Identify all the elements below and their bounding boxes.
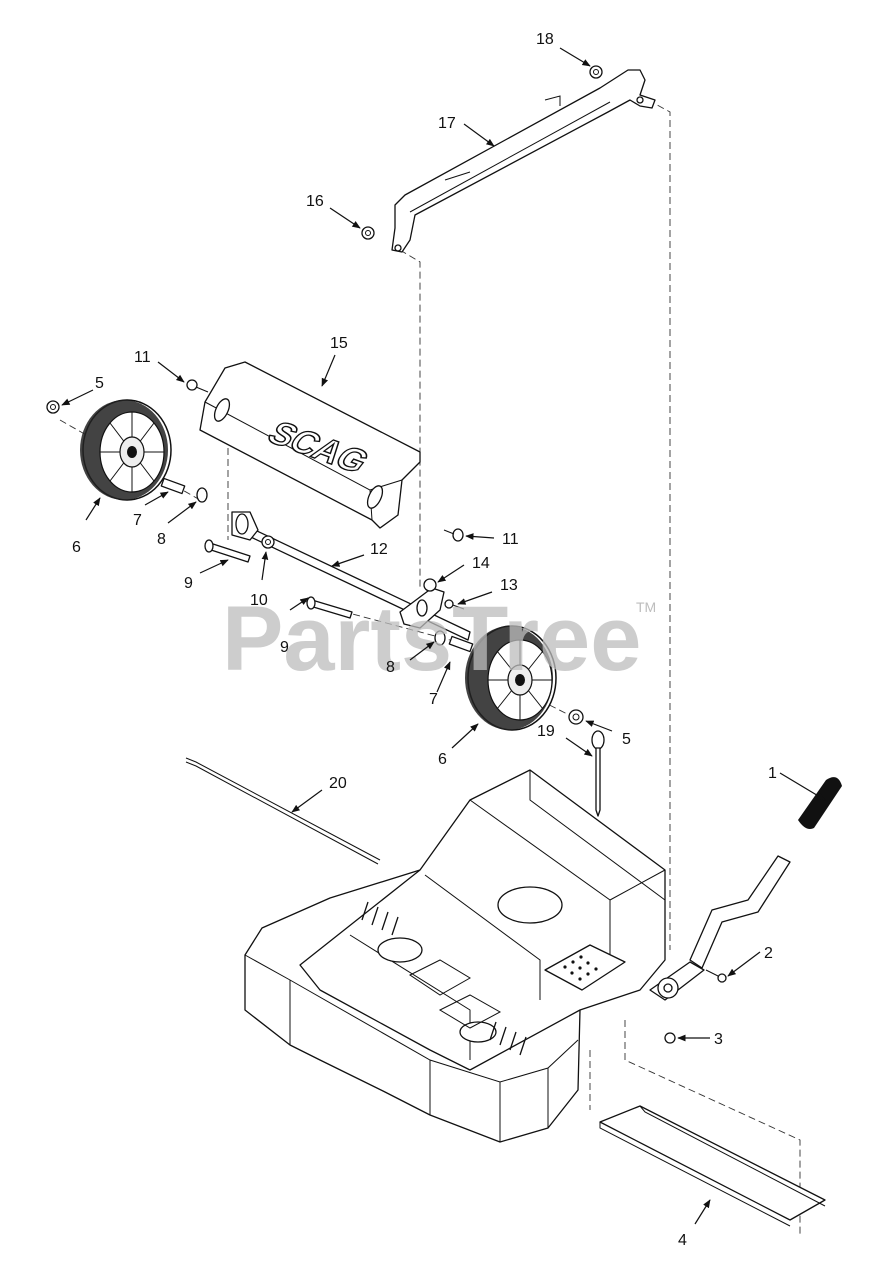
callout-3: 3 — [714, 1031, 723, 1048]
callout-6-left: 6 — [72, 539, 81, 556]
mower-deck — [244, 769, 666, 1143]
callout-14: 14 — [472, 555, 490, 572]
callout-4: 4 — [678, 1232, 687, 1249]
callout-18: 18 — [536, 31, 554, 48]
bolt-part-9-right — [306, 596, 353, 619]
nut-part-3 — [664, 1032, 676, 1044]
callout-17: 17 — [438, 115, 456, 132]
callout-2: 2 — [764, 945, 773, 962]
nut-part-18 — [589, 65, 603, 79]
spacer-part-7-left — [160, 477, 186, 495]
handle-bar-part-17 — [391, 69, 656, 253]
bolt-part-11-lower — [443, 528, 464, 542]
washer-part-8-left — [196, 487, 208, 503]
callout-6-right: 6 — [438, 751, 447, 768]
shield-part-15: SCAG — [199, 361, 421, 529]
callout-12: 12 — [370, 541, 388, 558]
leader-lines — [61, 47, 826, 1225]
plate-part-4 — [599, 1105, 826, 1227]
callout-5-right: 5 — [622, 731, 631, 748]
callout-8-right: 8 — [386, 659, 395, 676]
callout-19: 19 — [537, 723, 555, 740]
bolt-part-13 — [444, 599, 465, 610]
nut-part-10 — [261, 535, 275, 549]
callout-9-left: 9 — [184, 575, 193, 592]
callout-10: 10 — [250, 592, 268, 609]
pin-part-19 — [591, 730, 605, 817]
callout-8-left: 8 — [157, 531, 166, 548]
callout-16: 16 — [306, 193, 324, 210]
nut-part-5-right — [568, 709, 584, 725]
callout-7-right: 7 — [429, 691, 438, 708]
bolt-part-11-upper — [186, 379, 209, 393]
watermark-text: PartsTree — [222, 588, 641, 690]
spacer-part-14 — [423, 578, 437, 592]
wheel-part-6-left — [80, 399, 172, 501]
washer-part-8-right — [434, 630, 446, 646]
callout-15: 15 — [330, 335, 348, 352]
lever-arm — [649, 855, 791, 1001]
callout-1: 1 — [768, 765, 777, 782]
nut-part-5-left — [46, 400, 60, 414]
callout-11-upper: 11 — [134, 349, 151, 366]
callout-20: 20 — [329, 775, 347, 792]
callout-labels: 1 2 3 4 5 5 6 6 7 7 8 8 9 9 10 11 11 12 … — [72, 31, 777, 1249]
watermark: PartsTree TM — [222, 588, 656, 690]
spacer-part-7-right — [448, 635, 474, 653]
callout-7-left: 7 — [133, 512, 142, 529]
rod-part-20 — [185, 757, 381, 865]
callout-9-right: 9 — [280, 639, 289, 656]
bolt-part-9-left — [204, 539, 251, 563]
bolt-part-2 — [705, 969, 727, 983]
callout-5-left: 5 — [95, 375, 104, 392]
pivot-bracket — [399, 587, 445, 629]
callout-13: 13 — [500, 577, 518, 594]
wheel-part-6-right — [465, 625, 557, 731]
callout-11-lower: 11 — [502, 531, 519, 548]
nut-part-16 — [361, 226, 375, 240]
grip-part-1 — [798, 777, 842, 829]
watermark-trademark: TM — [636, 599, 656, 615]
